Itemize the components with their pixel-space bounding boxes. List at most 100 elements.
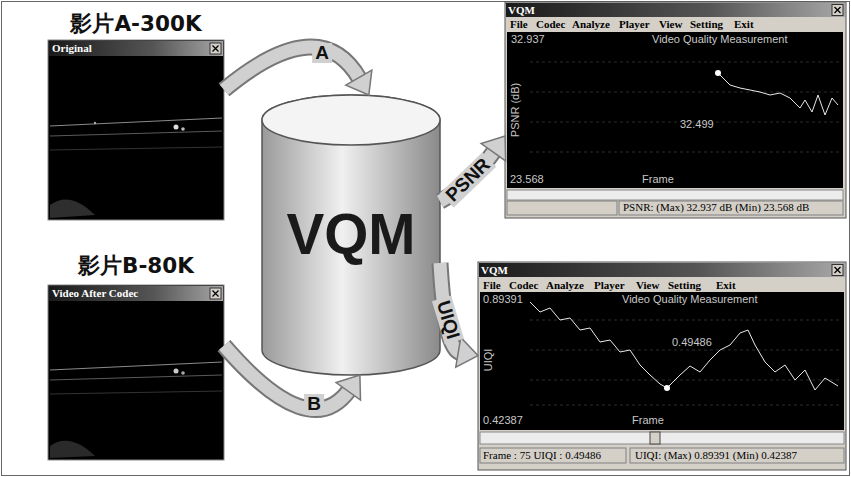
close-cross — [213, 46, 219, 52]
status-panel — [507, 201, 617, 215]
menu-item: Player — [619, 18, 650, 31]
point-value: 32.499 — [680, 118, 714, 131]
menu-item: Exit — [734, 18, 754, 31]
menu-item: Setting — [690, 18, 723, 31]
uiqi-curve — [530, 302, 838, 390]
axis-title: UIQI — [482, 349, 495, 372]
close-box — [210, 43, 221, 54]
window-title: Video After Codec — [52, 286, 138, 301]
video-window: 影片A-300K Original — [48, 10, 224, 220]
scroll-bar — [507, 190, 843, 200]
close-cross — [835, 267, 841, 273]
title-bar — [49, 41, 223, 56]
current-point — [664, 385, 670, 391]
arrow-body — [224, 47, 360, 90]
road-line — [50, 118, 222, 126]
menu-item: Setting — [668, 279, 701, 292]
app-window — [478, 262, 846, 470]
arrow-outline — [224, 47, 360, 90]
menu-item: Analyze — [572, 18, 610, 31]
road-line — [50, 131, 222, 136]
plot-area — [480, 292, 844, 430]
title-bar — [479, 263, 845, 277]
menu-item: File — [510, 18, 528, 31]
close-box — [832, 5, 843, 16]
car-light — [181, 371, 185, 375]
menu-item: Codec — [509, 279, 538, 292]
grid-line — [530, 62, 840, 152]
axis-label: Frame — [632, 414, 664, 427]
window-title: VQM — [508, 3, 535, 17]
axis-label: Frame — [642, 173, 674, 186]
road-line — [50, 147, 222, 150]
road-line — [50, 391, 222, 394]
status-text: Frame : 75 UIQI : 0.49486 — [483, 449, 601, 462]
database-cylinder — [262, 95, 440, 375]
menu-item: File — [483, 279, 501, 292]
car-light — [94, 122, 96, 124]
menu-item: Analyze — [546, 279, 584, 292]
axis-title: PSNR (dB) — [509, 83, 522, 137]
status-panel — [630, 448, 844, 463]
menu-item: View — [659, 18, 682, 31]
ground-patch — [50, 199, 95, 218]
video-frame — [48, 40, 224, 220]
axis-max: 32.937 — [511, 33, 545, 46]
flow-arrow — [224, 346, 361, 410]
cylinder-label: VQM — [262, 200, 440, 270]
car-light — [174, 125, 179, 130]
status-text: PSNR: (Max) 32.937 dB (Min) 23.568 dB — [623, 201, 809, 214]
arrow-outline — [224, 346, 349, 410]
road-line — [50, 375, 222, 380]
axis-min: 0.42387 — [483, 414, 523, 427]
car-light — [174, 369, 179, 374]
close-box — [210, 288, 221, 299]
cylinder-top — [262, 95, 440, 145]
title-bar — [49, 286, 223, 301]
window-title: VQM — [481, 263, 508, 277]
close-cross — [213, 291, 219, 297]
status-panel — [480, 448, 626, 463]
app-window — [505, 2, 846, 218]
psnr-curve — [720, 75, 838, 115]
close-box — [832, 265, 843, 276]
menu-item: Codec — [536, 18, 565, 31]
scroll-thumb — [650, 432, 660, 444]
title-bar — [506, 3, 845, 17]
arrow-label: B — [304, 394, 324, 414]
scroll-bar — [480, 432, 844, 444]
arrow-head — [456, 337, 478, 367]
menu-item: View — [636, 279, 659, 292]
current-point — [715, 70, 721, 76]
car-light — [181, 127, 185, 131]
arrow-body — [224, 346, 349, 410]
menu-item: Player — [594, 279, 625, 292]
status-text: UIQI: (Max) 0.89391 (Min) 0.42387 — [635, 449, 797, 462]
arrow-head — [346, 70, 372, 95]
video-heading: 影片B-80K — [48, 252, 224, 280]
menu-item: Exit — [716, 279, 736, 292]
database-cylinder: VQM — [262, 95, 440, 375]
arrow-label: PSNR — [440, 152, 496, 207]
flow-arrow — [224, 47, 372, 95]
video-heading: 影片A-300K — [48, 10, 224, 38]
window-title: Original — [52, 41, 92, 56]
close-cross — [835, 7, 841, 13]
arrow-head — [336, 375, 360, 400]
video-frame — [48, 285, 224, 460]
arrow-label: A — [312, 43, 332, 63]
grid-line — [530, 320, 840, 405]
ground-patch — [50, 441, 95, 458]
status-panel — [619, 201, 843, 215]
road-line — [50, 362, 222, 370]
chart-title: Video Quality Measurement — [622, 293, 758, 306]
chart-title: Video Quality Measurement — [652, 33, 788, 46]
axis-max: 0.89391 — [483, 293, 523, 306]
video-window: 影片B-80K Video After Codec — [48, 252, 224, 460]
point-value: 0.49486 — [672, 336, 712, 349]
arrow-label: UIQI — [432, 295, 464, 344]
plot-area — [507, 32, 843, 188]
